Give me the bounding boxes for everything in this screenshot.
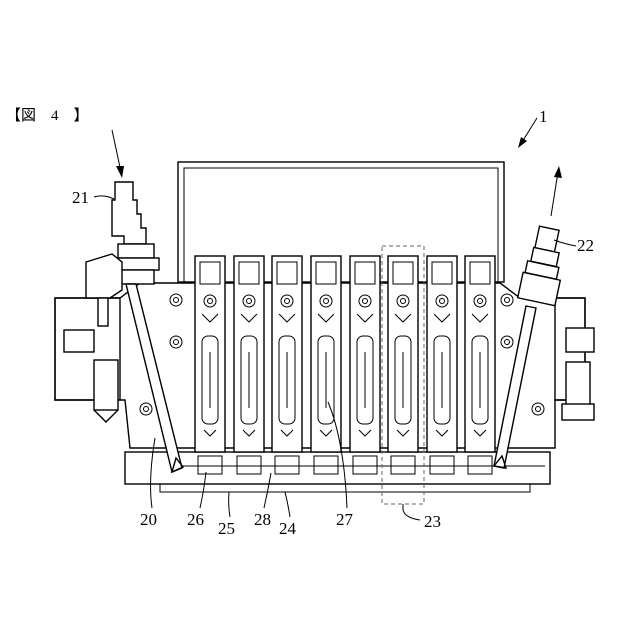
inlet-block (86, 254, 122, 298)
ref-20-label: 20 (140, 510, 157, 529)
ref-23-leader (403, 504, 420, 520)
right-post-foot (562, 404, 594, 420)
valve-unit (272, 256, 302, 474)
ref-26-label: 26 (187, 510, 204, 529)
ref-24-leader (285, 492, 290, 517)
ref-1-leader (522, 118, 537, 142)
outlet-flow-arrowhead (554, 166, 562, 178)
ref-25-leader (229, 492, 230, 517)
inlet-flow-arrow (112, 130, 121, 172)
outlet-flow-arrow (551, 172, 558, 216)
left-lower-post (94, 360, 118, 410)
ref-25-label: 25 (218, 519, 235, 538)
ref-27-label: 27 (336, 510, 354, 529)
ref-1-label: 1 (539, 107, 548, 126)
ref-23-label: 23 (424, 512, 441, 531)
valve-unit (195, 256, 225, 474)
ref-21-leader (94, 196, 114, 199)
inlet-stem (98, 298, 108, 326)
right-fitting (566, 328, 594, 352)
ref-21-label: 21 (72, 188, 89, 207)
valve-unit (465, 256, 495, 474)
valve-unit (388, 256, 418, 474)
figure-caption: 【図 4 】 (6, 107, 89, 124)
ref-22-leader (554, 240, 576, 246)
inlet-flow-arrowhead (116, 166, 124, 178)
ref-1-arrowhead (518, 137, 527, 148)
ref-28-label: 28 (254, 510, 271, 529)
base-bottom-plate (160, 484, 530, 492)
left-fitting (64, 330, 94, 352)
valve-unit (427, 256, 457, 474)
left-post-tip (94, 410, 118, 422)
ref-24-label: 24 (279, 519, 297, 538)
valve-unit (350, 256, 380, 474)
valve-unit (311, 256, 341, 474)
ref-22-label: 22 (577, 236, 594, 255)
valve-unit (234, 256, 264, 474)
